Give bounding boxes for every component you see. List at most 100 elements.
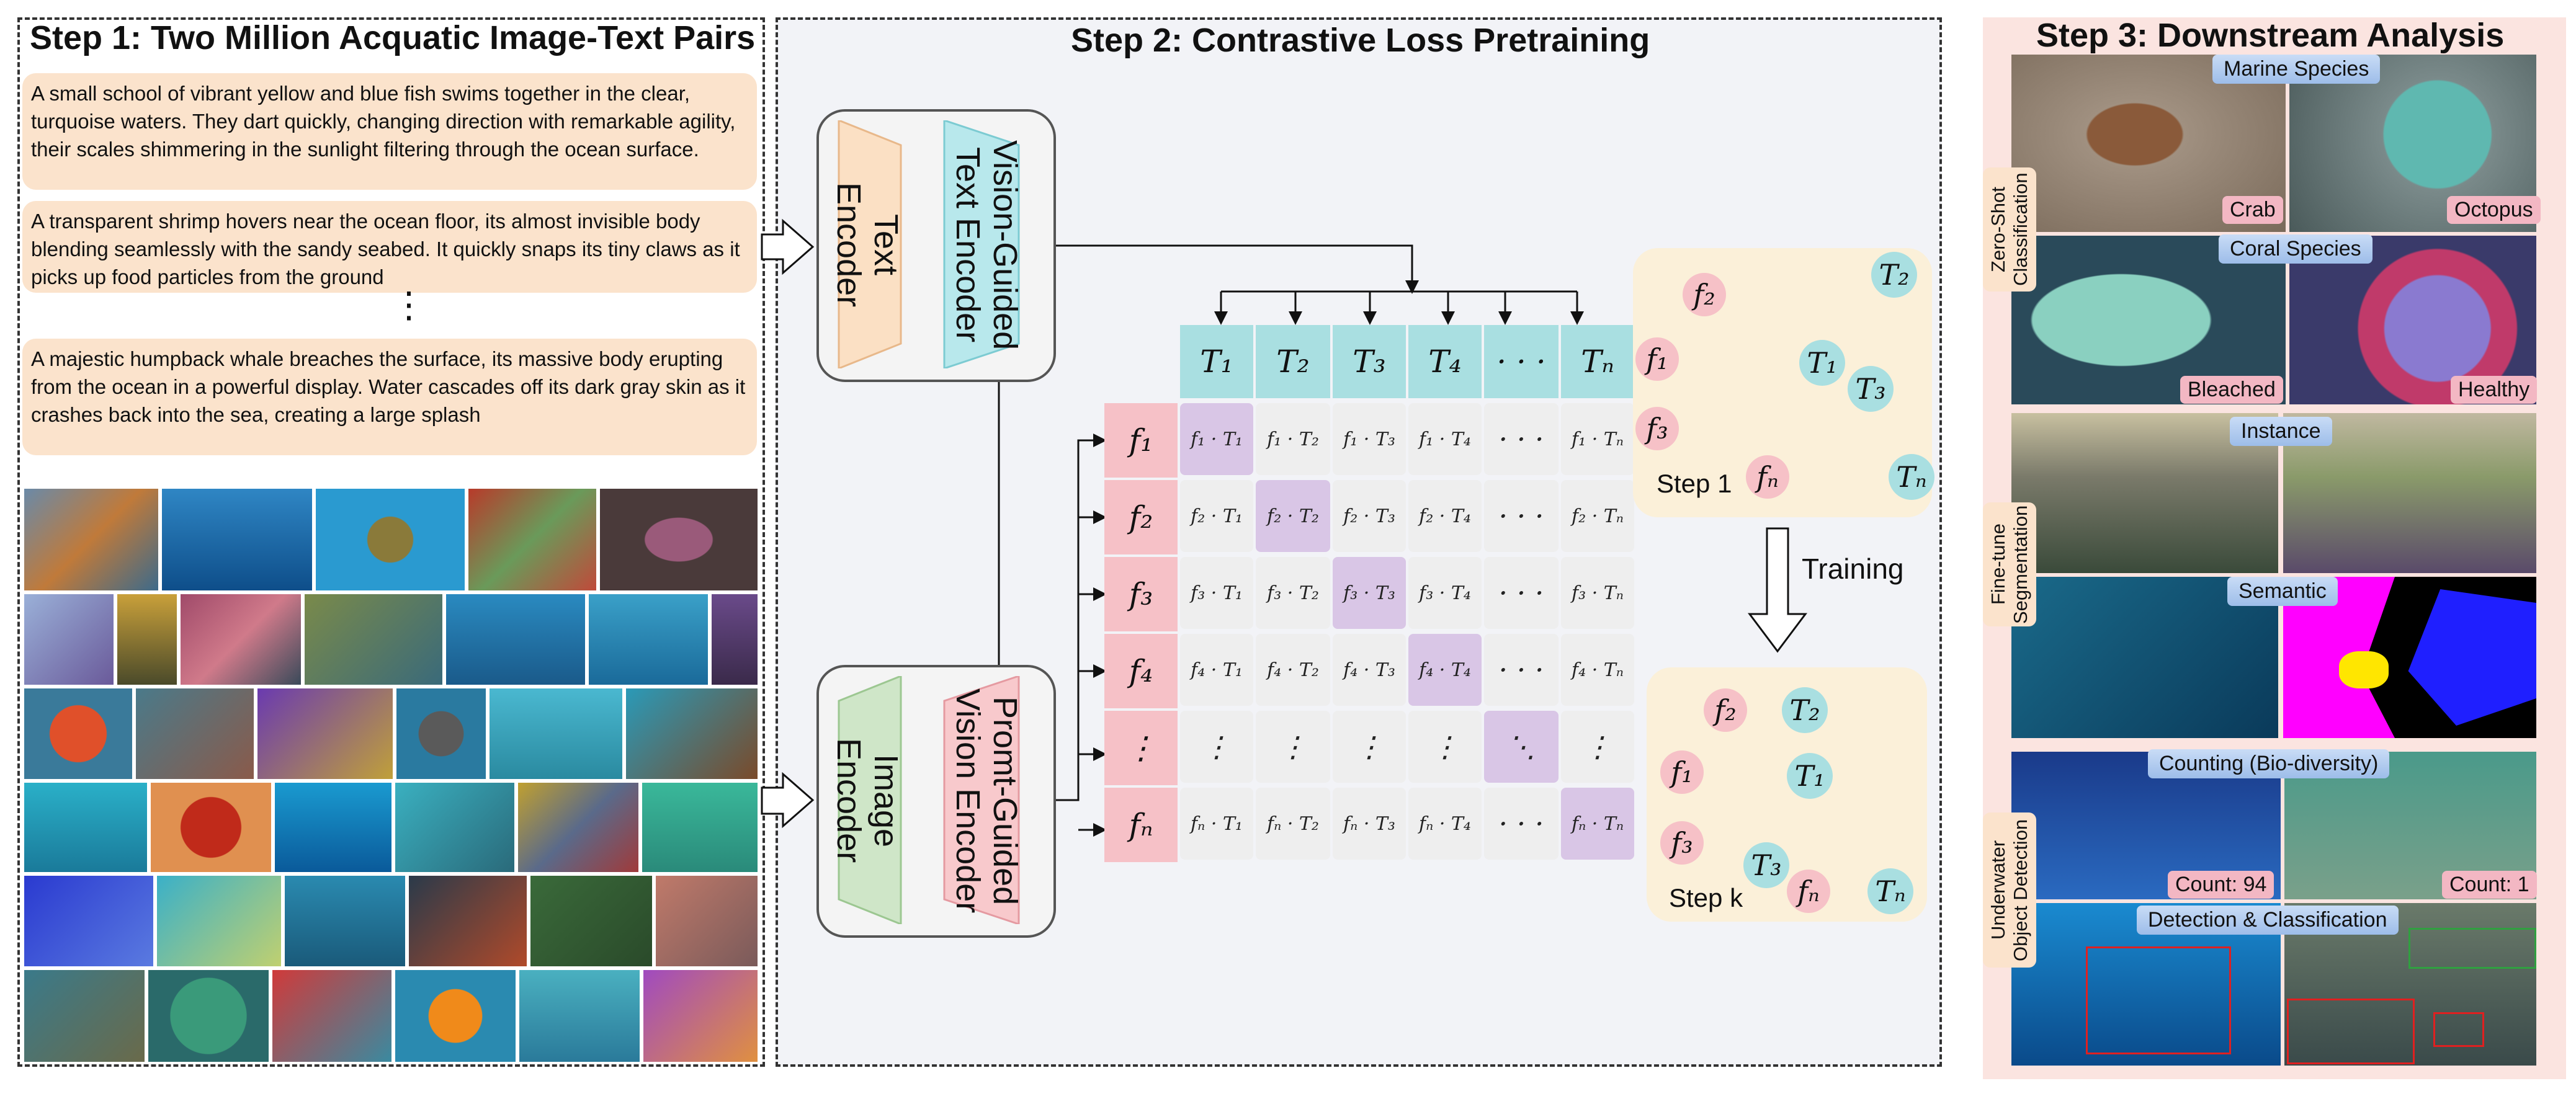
matrix-cell: · · · <box>1484 788 1559 860</box>
caption-1: A small school of vibrant yellow and blu… <box>22 73 757 190</box>
label-marine-species: Marine Species <box>2212 55 2381 84</box>
node-fn-stepk: fₙ <box>1787 870 1830 913</box>
photo-nudibranch <box>22 592 115 687</box>
photo-brain-coral <box>146 968 271 1064</box>
row-header: f₃ <box>1104 557 1178 631</box>
step1-label: Step 1 <box>1657 469 1732 498</box>
step2-title: Step 2: Contrastive Loss Pretraining <box>1071 22 1650 59</box>
matrix-cell: f₁ · Tₙ <box>1561 403 1634 475</box>
matrix-cell: · · · <box>1484 557 1559 629</box>
row-header: f₁ <box>1104 403 1178 478</box>
photo-anemone-2 <box>642 968 759 1064</box>
text-encoder-label: Text Encoder <box>830 182 905 308</box>
matrix-cell: f₃ · T₄ <box>1408 557 1482 629</box>
matrix-cell: f₂ · Tₙ <box>1561 480 1634 552</box>
matrix-cell: fₙ · T₁ <box>1180 788 1253 860</box>
node-f2-stepk: f₂ <box>1704 688 1747 732</box>
photo-octopus-2 <box>393 781 516 874</box>
matrix-cell: fₙ · T₃ <box>1333 788 1406 860</box>
photo-starfish <box>22 487 160 592</box>
matrix-cell: ⋮ <box>1561 711 1634 783</box>
matrix-cell: ⋮ <box>1256 711 1330 783</box>
photo-sea-grass <box>529 874 654 968</box>
col-header: · · · <box>1484 325 1559 398</box>
caption-2: A transparent shrimp hovers near the oce… <box>22 201 757 293</box>
photo-turtle-2 <box>488 687 624 781</box>
mask-yellow <box>2339 651 2389 688</box>
matrix-cell: ⋮ <box>1333 711 1406 783</box>
node-fn-step1: fₙ <box>1746 455 1789 499</box>
matrix-cell-diagonal: f₁ · T₁ <box>1180 403 1253 475</box>
node-t3-step1: T₃ <box>1848 366 1894 412</box>
photo-school <box>517 968 642 1064</box>
row-header: fₙ <box>1104 788 1178 862</box>
photo-scorpionfish <box>22 687 134 781</box>
photo-dolphins <box>283 874 407 968</box>
label-coral-species: Coral Species <box>2219 234 2373 264</box>
photo-garden <box>155 874 283 968</box>
node-f1-stepk: f₁ <box>1660 750 1704 794</box>
photo-diver-blue <box>587 592 710 687</box>
matrix-cell: ⋮ <box>1408 711 1482 783</box>
matrix-cell: ⋮ <box>1180 711 1253 783</box>
matrix-cell: f₃ · T₂ <box>1256 557 1330 629</box>
photo-soft-coral-blue <box>22 874 155 968</box>
label-detection-classification: Detection & Classification <box>2137 906 2399 935</box>
node-tn-stepk: Tₙ <box>1867 868 1913 914</box>
step3-title: Step 3: Downstream Analysis <box>2036 17 2505 54</box>
photo-urchin <box>149 781 273 874</box>
matrix-cell: f₂ · T₄ <box>1408 480 1482 552</box>
label-octopus: Octopus <box>2447 196 2541 224</box>
photo-anemone <box>654 874 759 968</box>
col-header: T₂ <box>1256 325 1330 398</box>
matrix-cell: f₁ · T₄ <box>1408 403 1482 475</box>
node-t2-step1: T₂ <box>1871 252 1917 298</box>
label-counting: Counting (Bio-diversity) <box>2148 749 2390 778</box>
node-f3-step1: f₃ <box>1635 407 1679 450</box>
col-header: T₄ <box>1408 325 1482 398</box>
matrix-cell: · · · <box>1484 403 1559 475</box>
photo-coral-mix <box>516 781 640 874</box>
tag-object-detection: Underwater Object Detection <box>1983 812 2036 968</box>
image-mosaic <box>22 487 759 1064</box>
node-t1-stepk: T₁ <box>1787 753 1833 799</box>
node-t2-stepk: T₂ <box>1782 687 1828 733</box>
vision-guided-text-encoder-trapezoid <box>943 120 1020 368</box>
tag-zero-shot: Zero-Shot Classification <box>1983 167 2036 292</box>
photo-rocks <box>22 968 146 1064</box>
detection-box-2 <box>2433 1012 2484 1047</box>
row-header: ⋮ <box>1104 711 1178 785</box>
photo-lobster <box>624 687 759 781</box>
photo-seahorse <box>115 592 179 687</box>
matrix-cell-diagonal: f₃ · T₃ <box>1333 557 1406 629</box>
node-f3-stepk: f₃ <box>1660 821 1704 865</box>
matrix-cell-diagonal: f₂ · T₂ <box>1256 480 1330 552</box>
detection-box-3 <box>2408 928 2536 969</box>
photo-shallow <box>22 781 149 874</box>
image-encoder-label: Image Encoder <box>830 738 905 863</box>
photo-sea-lion <box>444 592 587 687</box>
caption-3: A majestic humpback whale breaches the s… <box>22 339 757 455</box>
caption-ellipsis: ⋮ <box>391 285 427 325</box>
node-f2-step1: f₂ <box>1683 273 1726 316</box>
tag-fine-tune: Fine-tune Segmentation <box>1983 502 2036 626</box>
label-count-1: Count: 1 <box>2442 871 2537 899</box>
step1-panel <box>17 17 765 1067</box>
matrix-cell: f₃ · T₁ <box>1180 557 1253 629</box>
matrix-cell: f₂ · T₁ <box>1180 480 1253 552</box>
vision-guided-text-encoder-label: Vision-Guided Text Encoder <box>949 140 1024 350</box>
node-tn-step1: Tₙ <box>1889 454 1934 500</box>
photo-octopus-arm <box>179 592 303 687</box>
photo-whale-shark <box>160 487 314 592</box>
matrix-cell: · · · <box>1484 634 1559 706</box>
text-encoder-block: Text Encoder Vision-Guided Text Encoder <box>816 109 1056 382</box>
node-t1-step1: T₁ <box>1799 340 1845 386</box>
matrix-cell: f₁ · T₃ <box>1333 403 1406 475</box>
node-t3-stepk: T₃ <box>1743 842 1789 888</box>
mask-blue <box>2408 589 2536 726</box>
matrix-cell: fₙ · T₄ <box>1408 788 1482 860</box>
row-header: f₄ <box>1104 634 1178 708</box>
text-encoder-trapezoid <box>838 120 902 368</box>
step1-title: Step 1: Two Million Acquatic Image-Text … <box>30 19 756 56</box>
